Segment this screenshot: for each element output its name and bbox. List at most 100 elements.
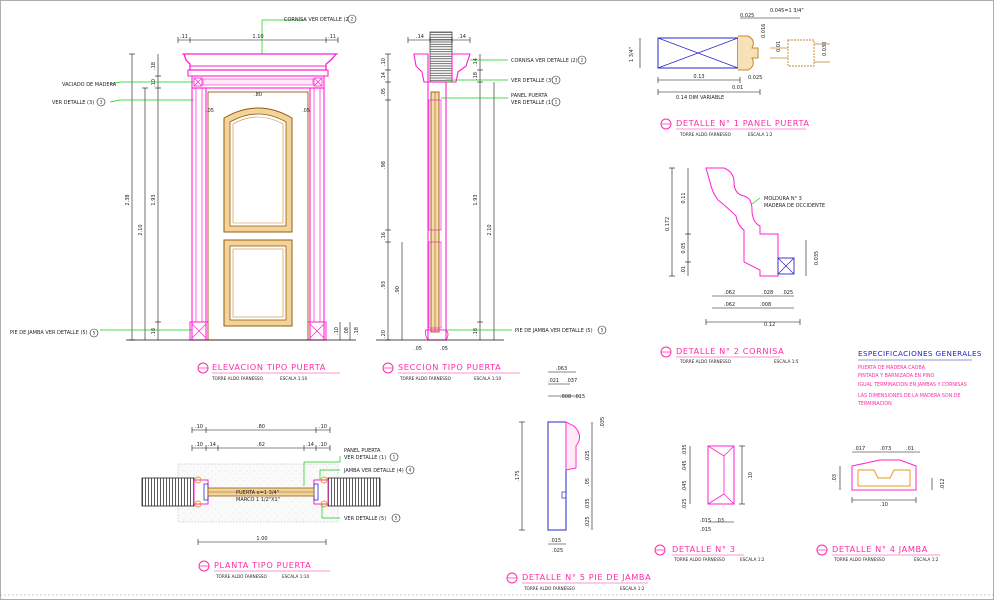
dim-elev-base-b1: .10 [334,327,340,335]
detail2-view: MOLDURA N° 3 MADERA DE OCCIDENTE 0.172 0… [660,167,825,364]
detail3-title: DETALLE N° 3 [672,544,736,554]
plan-subtitle: TORRE ALDO FARNESSO [215,574,268,579]
ref-bubble-5-num: 5 [93,331,96,336]
dim-elev-cap: .18 [151,62,157,70]
dim-d5-b: .025 [552,548,563,554]
detail3-body [707,445,735,505]
section-scale: ESCALA 1:10 [474,376,501,381]
dim-sec-top-a: .14 [416,34,424,40]
dim-elev-top-width: 1.10 [252,34,263,40]
specs-line-4: LAS DIMENSIONES DE LA MADERA SON DE [858,393,961,399]
detail5-subtitle: TORRE ALDO FARNESSO [523,586,576,591]
dim-elev-door-h: 2.10 [138,224,144,235]
plan-title: PLANTA TIPO PUERTA [214,560,311,570]
dim-d5-v1: .175 [515,470,521,481]
dim-plan-d: .14 [306,442,314,448]
elevation-jamb-right [309,87,325,341]
ref-sec-3: 3 [555,78,558,83]
detail5-jamb [547,421,567,531]
elevation-cornice [183,53,338,71]
dim-d1-t5: 0.030 [822,42,828,56]
dim-d3-b: .045 [682,460,688,471]
dim-d5-v4: .035 [585,498,591,509]
dim-d5-t3: .021 [548,378,559,384]
detail1-title: DETALLE N° 1 PANEL PUERTA [676,118,810,128]
dim-sec-l4: .98 [381,161,387,169]
label-plan-panel: PANEL PUERTA [344,448,381,454]
dim-sec-b1: .05 [414,346,422,352]
ref-bubble-3-num: 3 [100,100,103,105]
ref-bubble-3 [96,97,106,107]
label-elev-ver3: VER DETALLE (3) [52,100,94,106]
dim-d3-f: .015 [700,518,711,524]
dim-d1-t4: 0.01 [776,41,782,52]
detail1-profile [738,35,759,71]
section-subtitle: TORRE ALDO FARNESSO [399,376,452,381]
label-plan-jamba: JAMBA VER DETALLE (4) [343,468,404,474]
dim-d2-v3: 0.05 [681,242,687,253]
detail4-title: DETALLE N° 4 JAMBA [832,544,928,554]
label-sec-panel: PANEL PUERTA [511,93,548,99]
dim-d2-v5: 0.035 [814,251,820,265]
dim-plan-top-l: .10 [195,424,203,430]
label-elev-pie: PIE DE JAMBA VER DETALLE (5) [10,330,88,336]
section-view: .14 .14 .10 .14 .05 .98 .16 .93 .90 .20 … [376,31,607,381]
dim-d5-t4: .008 [560,394,571,400]
dim-d1-total: 0.14 DIM VARIABLE [676,95,724,101]
dim-sec-l5: .16 [381,232,387,240]
ref-bubble-2 [347,14,357,24]
dim-d3-g: .03 [716,518,724,524]
label-elev-cornisa: CORNISA VER DETALLE (2) [284,17,351,23]
dim-d1-w: 0.13 [693,74,704,80]
dim-d3-f2: .015 [700,527,711,533]
dim-elev-total-h: 2.38 [125,194,131,205]
label-plan-puerta: PUERTA e=1 3/4" [236,490,279,496]
dim-plan-total: 1.00 [256,536,267,542]
label-elev-vaciado: VACIADO DE MADERA [62,82,117,88]
detail3-scale: ESCALA 1:2 [740,557,765,562]
detail2-title: DETALLE N° 2 CORNISA [676,346,784,356]
detail5-view: .063 .037 .021 .008 .015 .175 .035 .025 … [506,366,651,591]
dim-sec-l3: .05 [381,88,387,96]
dim-sec-r3: 1.93 [473,194,479,205]
detail5-cap [565,421,580,471]
dim-d1-t2: 0.025 [740,13,754,19]
detail3-view: .035 .045 .045 .025 .10 .015 .03 .015 DE… [654,444,765,562]
dim-elev-base-b2: .08 [344,327,350,335]
plan-wall-right [327,477,381,507]
label-sec-pie: PIE DE JAMBA VER DETALLE (5) [515,328,593,334]
detail2-note2: MADERA DE OCCIDENTE [764,203,825,209]
dim-sec-top-b: .14 [458,34,466,40]
dim-d5-v3: .05 [585,478,591,486]
dim-d4-f: .10 [880,502,888,508]
detail5-title: DETALLE N° 5 PIE DE JAMBA [522,572,651,582]
dim-d2-v4: .01 [681,266,687,274]
dim-d1-s2: 0.01 [732,85,743,91]
dim-sec-b2: .05 [440,346,448,352]
detail5-scale: ESCALA 1:2 [620,586,645,591]
ref-plan-4: 4 [409,468,412,473]
ref-sec-2: 2 [581,58,584,63]
dim-plan-a: .10 [195,442,203,448]
dim-d1-t1: 0.045=1 3/4" [770,8,804,14]
elevation-title: ELEVACION TIPO PUERTA [212,362,326,372]
dim-sec-r5: .18 [473,328,479,336]
dim-elev-inner: .80 [254,92,262,98]
dim-d4-b: .073 [880,446,891,452]
ref-plan-1: 1 [393,455,396,460]
dim-sec-l7: .90 [395,286,401,294]
specs-title: ESPECIFICACIONES GENERALES [858,349,982,358]
label-plan-ver5: VER DETALLE (5) [344,516,386,522]
dim-sec-l2: .14 [381,72,387,80]
dim-d5-t2: .037 [566,378,577,384]
dim-d5-r1: .035 [600,417,606,428]
elevation-subtitle: TORRE ALDO FARNESSO [211,376,264,381]
dim-plan-e: .10 [319,442,327,448]
detail4-view: .017 .073 .01 .03 .012 .10 DETALLE N° 4 … [816,446,946,562]
dim-d2-v2: 0.11 [681,192,687,203]
dim-sec-r1: .14 [473,58,479,66]
elevation-view: .11 1.10 .11 .80 .05 .05 2.38 2.10 .18 .… [10,14,360,381]
dim-d5-t5: .015 [574,394,585,400]
